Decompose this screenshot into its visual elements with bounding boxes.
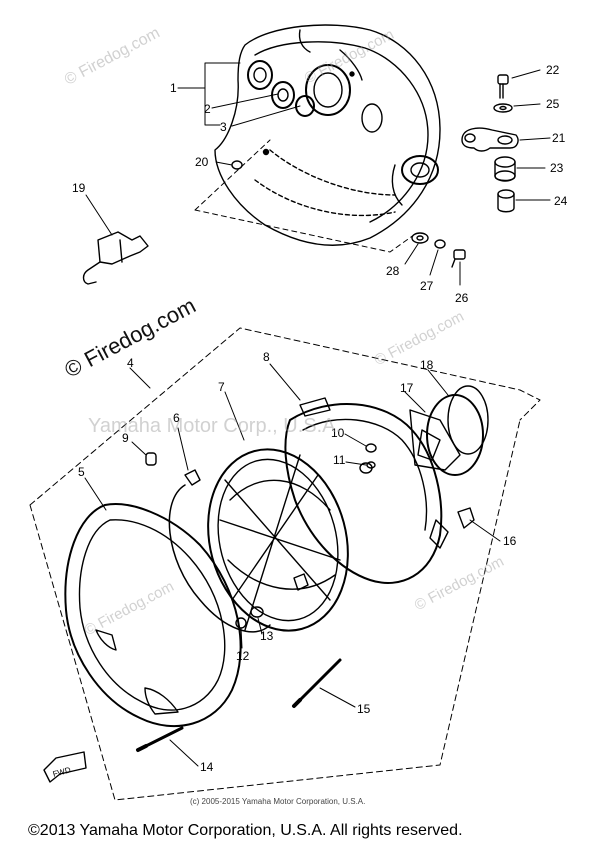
bolt-washer-parts-26-28 bbox=[411, 232, 466, 268]
small-fasteners bbox=[145, 443, 377, 629]
fwd-label: FWD bbox=[52, 765, 72, 778]
socket-part-19 bbox=[82, 231, 149, 285]
callout-13: 13 bbox=[260, 629, 274, 643]
callout-28: 28 bbox=[386, 264, 400, 278]
callout-4: 4 bbox=[127, 356, 134, 370]
callout-3: 3 bbox=[220, 120, 227, 134]
callout-17: 17 bbox=[400, 381, 414, 395]
retaining-ring-part-6 bbox=[168, 469, 309, 633]
callout-10: 10 bbox=[331, 426, 345, 440]
headlight-rim-part-5 bbox=[64, 503, 242, 727]
callout-21: 21 bbox=[552, 131, 566, 145]
callout-27: 27 bbox=[420, 279, 434, 293]
callout-8: 8 bbox=[263, 350, 270, 364]
callout-16: 16 bbox=[503, 534, 517, 548]
callout-15: 15 bbox=[357, 702, 371, 716]
callout-6: 6 bbox=[173, 411, 180, 425]
connector-part-16 bbox=[457, 507, 475, 529]
callout-5: 5 bbox=[78, 465, 85, 479]
leader-lines bbox=[84, 62, 551, 767]
mount-bracket-parts bbox=[461, 74, 519, 213]
adjust-screw-part-15 bbox=[292, 658, 342, 708]
callout-numbers: 1 2 3 4 5 6 7 8 9 10 11 12 13 14 15 16 1… bbox=[52, 63, 568, 779]
callout-18: 18 bbox=[420, 358, 434, 372]
callout-23: 23 bbox=[550, 161, 564, 175]
callout-11: 11 bbox=[333, 453, 346, 467]
callout-25: 25 bbox=[546, 97, 560, 111]
inner-copyright: (c) 2005-2015 Yamaha Motor Corporation, … bbox=[190, 797, 366, 806]
callout-20: 20 bbox=[195, 155, 209, 169]
callout-22: 22 bbox=[546, 63, 560, 77]
footer-copyright: ©2013 Yamaha Motor Corporation, U.S.A. A… bbox=[28, 822, 463, 839]
adjust-screw-part-14 bbox=[136, 726, 184, 752]
sealed-beam-lens-part-7 bbox=[207, 448, 349, 632]
callout-1: 1 bbox=[170, 81, 177, 95]
headlight-body-part-8 bbox=[284, 397, 449, 584]
callout-24: 24 bbox=[554, 194, 568, 208]
callout-7: 7 bbox=[218, 380, 225, 394]
callout-26: 26 bbox=[455, 291, 469, 305]
bulb-socket-parts-17-18 bbox=[409, 385, 489, 476]
fwd-arrow-icon bbox=[43, 751, 87, 783]
callout-14: 14 bbox=[200, 760, 214, 774]
callout-12: 12 bbox=[236, 649, 250, 663]
grommet-parts-1-2-3 bbox=[247, 60, 315, 117]
callout-19: 19 bbox=[72, 181, 86, 195]
callout-9: 9 bbox=[122, 431, 129, 445]
nut-part-20 bbox=[231, 160, 243, 170]
callout-2: 2 bbox=[204, 102, 211, 116]
headlight-housing-shell bbox=[214, 24, 441, 247]
